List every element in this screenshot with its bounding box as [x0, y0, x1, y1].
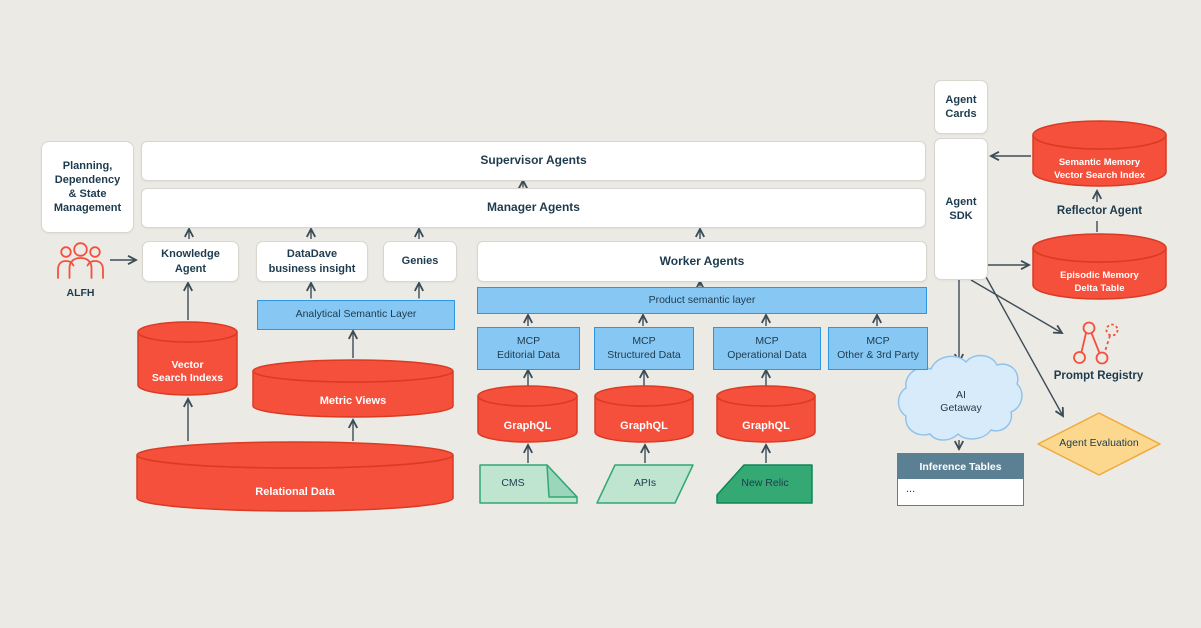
datadave-business-insight-box: DataDave business insight	[256, 241, 368, 282]
new-relic-label: New Relic	[741, 477, 789, 489]
inference-tables-widget: Inference Tables ...	[897, 453, 1024, 506]
agent-evaluation-diamond-shape	[1037, 412, 1161, 476]
vector-search-cylinder	[137, 321, 238, 396]
mcp-operational-data-box: MCP Operational Data	[713, 327, 821, 370]
graphql-label-3: GraphQL	[742, 420, 790, 432]
source-shapes	[479, 464, 813, 504]
agent-cards-box: Agent Cards	[934, 80, 988, 134]
relational-data-cylinder	[136, 441, 454, 512]
apis-parallelogram-shape	[596, 464, 694, 504]
prompt-registry-label: Prompt Registry	[1053, 370, 1144, 382]
worker-agents-bar: Worker Agents	[477, 241, 927, 282]
mcp-structured-data-box: MCP Structured Data	[594, 327, 694, 370]
mcp-other-3rd-party-box: MCP Other & 3rd Party	[828, 327, 928, 370]
reflector-agent-label: Reflector Agent	[1056, 205, 1143, 217]
cms-label: CMS	[501, 477, 525, 489]
planning-dependency-state-box: Planning, Dependency & State Management	[41, 141, 134, 233]
graphql-label-2: GraphQL	[620, 420, 668, 432]
inference-tables-row: ...	[906, 483, 916, 495]
arrow-sdk-to-prompt-registry	[970, 279, 1062, 333]
agent-sdk-box: Agent SDK	[934, 138, 988, 280]
manager-agents-bar: Manager Agents	[141, 188, 926, 228]
new-relic-shape	[716, 464, 813, 504]
database-cylinders	[136, 120, 1167, 512]
graphql-label-1: GraphQL	[503, 420, 552, 432]
episodic-memory-label: Episodic Memory Delta Table	[1060, 270, 1139, 294]
graphql-cylinder-3	[716, 385, 816, 443]
semantic-memory-label: Semantic Memory Vector Search Index	[1054, 157, 1145, 181]
prompt-registry-icon	[1073, 321, 1119, 365]
apis-label: APIs	[633, 477, 657, 489]
knowledge-agent-box: Knowledge Agent	[142, 241, 239, 282]
inference-tables-header: Inference Tables	[898, 454, 1023, 479]
metric-views-cylinder	[252, 359, 454, 418]
alfh-label: ALFH	[66, 287, 95, 299]
alfh-people-icon	[57, 242, 104, 279]
cms-folded-corner	[546, 464, 578, 498]
graphql-cylinder-1	[477, 385, 578, 443]
ai-gateway-label: AI Getaway	[940, 389, 982, 415]
metric-views-label: Metric Views	[319, 395, 387, 407]
genies-box: Genies	[383, 241, 457, 282]
vector-search-indexs-label: Vector Search Indexs	[151, 359, 224, 385]
relational-data-label: Relational Data	[255, 486, 335, 498]
arrow-sdk-to-evaluation	[985, 276, 1063, 416]
product-semantic-layer: Product semantic layer	[477, 287, 927, 314]
episodic-memory-cylinder	[1032, 233, 1167, 300]
agent-evaluation-label: Agent Evaluation	[1059, 437, 1139, 449]
ai-gateway-cloud-shape	[897, 354, 1023, 441]
graphql-cylinder-2	[594, 385, 694, 443]
analytical-semantic-layer: Analytical Semantic Layer	[257, 300, 455, 330]
connector-arrows	[110, 156, 1097, 463]
mcp-editorial-data-box: MCP Editorial Data	[477, 327, 580, 370]
supervisor-agents-bar: Supervisor Agents	[141, 141, 926, 181]
semantic-memory-cylinder	[1032, 120, 1167, 187]
